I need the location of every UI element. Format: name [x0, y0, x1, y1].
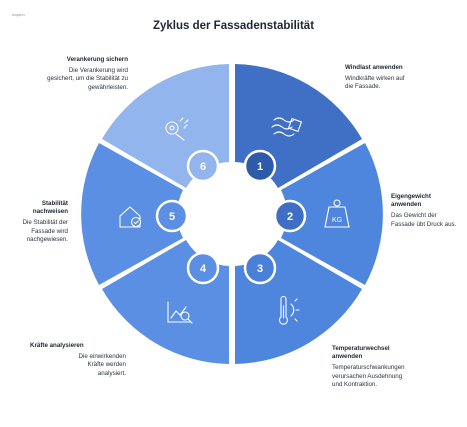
svg-text:KG: KG: [332, 217, 342, 224]
step-title-3: Temperaturwechsel anwenden: [332, 345, 390, 361]
wind-icon: [271, 117, 303, 137]
step-text-5: Die Stabilität der Fassade wird nachgewi…: [22, 219, 68, 243]
step-number-6: 6: [200, 161, 206, 173]
step-title-5: Stabilität nachweisen: [32, 200, 68, 216]
step-text-3: Temperaturschwankungen verursachen Ausde…: [332, 364, 405, 388]
segment-5[interactable]: [81, 143, 183, 285]
anchor-tools-icon: [165, 117, 189, 141]
step-text-4: Die einwirkenden Kräfte werden analysier…: [78, 353, 126, 377]
segment-2[interactable]: [281, 143, 383, 285]
weight-icon: KG: [324, 199, 350, 228]
step-text-6: Die Verankerung wird gesichert, um die S…: [47, 67, 128, 91]
step-number-4: 4: [200, 263, 207, 275]
step-title-2: Eigengewicht anwenden: [391, 193, 431, 209]
step-badge-4[interactable]: 4: [186, 251, 220, 285]
step-number-5: 5: [169, 211, 175, 223]
step-label-3: Temperaturwechsel anwenden Temperatursch…: [332, 345, 410, 389]
step-title-4: Kräfte analysieren: [30, 342, 84, 349]
step-number-3: 3: [257, 263, 263, 275]
step-badge-3[interactable]: 3: [243, 251, 277, 285]
house-check-icon: [119, 206, 142, 228]
chart-search-icon: [167, 301, 193, 324]
step-badge-2[interactable]: 2: [273, 199, 307, 233]
diagram-title: Zyklus der Fassadenstabilität: [152, 20, 315, 32]
logo: napkin: [12, 12, 25, 17]
step-label-4: Kräfte analysieren Die einwirkenden Kräf…: [30, 342, 126, 378]
step-title-1: Windlast anwenden: [345, 64, 403, 71]
step-title-6: Verankerung sichern: [66, 56, 128, 63]
thermometer-icon: [278, 295, 300, 325]
step-text-2: Das Gewicht der Fassade übt Druck aus.: [391, 212, 457, 228]
step-number-1: 1: [257, 161, 263, 173]
step-number-2: 2: [287, 211, 293, 223]
step-text-1: Windkräfte wirken auf die Fassade.: [345, 75, 405, 91]
step-label-2: Eigengewicht anwenden Das Gewicht der Fa…: [391, 193, 457, 229]
step-badge-1[interactable]: 1: [243, 149, 277, 183]
step-label-6: Verankerung sichern Die Verankerung wird…: [44, 56, 128, 92]
step-badge-6[interactable]: 6: [186, 149, 220, 183]
step-label-5: Stabilität nachweisen Die Stabilität der…: [8, 200, 68, 244]
step-badge-5[interactable]: 5: [155, 199, 189, 233]
step-label-1: Windlast anwenden Windkräfte wirken auf …: [345, 64, 445, 92]
